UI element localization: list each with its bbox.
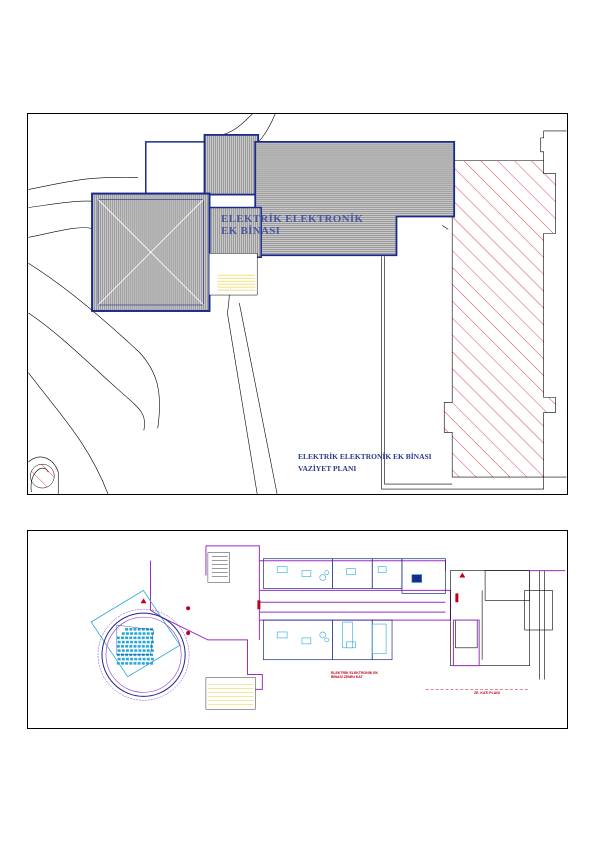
building-name-line1: ELEKTRİK ELEKTRONİK — [221, 213, 364, 225]
auditorium-seat — [117, 649, 121, 652]
auditorium-seat — [145, 662, 149, 665]
auditorium-seat — [125, 632, 129, 635]
auditorium-seat — [125, 649, 129, 652]
auditorium-seat — [138, 657, 142, 661]
auditorium-seat — [130, 632, 134, 635]
auditorium-seat — [121, 657, 125, 661]
auditorium-seat — [137, 645, 141, 648]
auditorium-seat — [133, 636, 137, 640]
auditorium-seat — [145, 645, 149, 648]
auditorium-seat — [117, 640, 121, 644]
auditorium-seat — [125, 628, 129, 631]
auditorium-seat — [145, 636, 149, 640]
auditorium-seat — [116, 662, 120, 665]
auditorium-seat — [116, 636, 120, 640]
auditorium-seat — [146, 657, 150, 661]
auditorium-seat — [146, 632, 150, 635]
section-markers — [140, 572, 466, 635]
auditorium-seat — [142, 640, 146, 644]
office-rooms-top — [263, 558, 446, 594]
site-plan-title: ELEKTRİK ELEKTRONİK EK BİNASI — [298, 452, 432, 461]
auditorium-seat — [134, 640, 138, 644]
auditorium-seat — [117, 657, 121, 661]
floor-plan-label-main: ELEKTRİK ELEKTRONİK EK BİNASI ZEMİN KAT — [331, 671, 379, 679]
auditorium-seat — [125, 640, 129, 644]
auditorium-seat — [133, 645, 137, 648]
auditorium-seat — [125, 636, 129, 640]
site-plan-frame: ELEKTRİK ELEKTRONİK EK BİNASI ELEKTRİK E… — [27, 113, 568, 495]
auditorium-seat — [138, 632, 142, 635]
auditorium-seat — [125, 662, 129, 665]
auditorium-seat — [141, 645, 145, 648]
auditorium-seat — [146, 649, 150, 652]
auditorium-seat — [141, 636, 145, 640]
auditorium-seat — [116, 645, 120, 648]
auditorium-seat — [134, 649, 138, 652]
auditorium-seat — [120, 662, 124, 665]
auditorium-seat — [142, 632, 146, 635]
auditorium — [90, 589, 190, 701]
auditorium-seat — [142, 657, 146, 661]
auditorium-seat — [134, 632, 138, 635]
stairs — [205, 552, 256, 710]
auditorium-seat — [141, 662, 145, 665]
auditorium-seat — [150, 653, 154, 657]
tree-hatch — [30, 463, 55, 489]
building-name-line2: EK BİNASI — [221, 225, 281, 237]
auditorium-seat — [146, 640, 150, 644]
auditorium-seat — [130, 640, 134, 644]
auditorium-seat — [150, 649, 154, 652]
auditorium-seat — [150, 636, 154, 640]
auditorium-seat — [137, 628, 141, 631]
auditorium-seat — [125, 657, 129, 661]
auditorium-seat — [121, 649, 125, 652]
auditorium-seat — [121, 632, 125, 635]
auditorium-seat — [130, 657, 134, 661]
auditorium-seat — [129, 645, 133, 648]
auditorium-seat — [129, 628, 133, 631]
auditorium-seat — [150, 640, 154, 644]
auditorium-seat — [125, 645, 129, 648]
auditorium-seat — [137, 662, 141, 665]
floor-plan-label-secondary: ZE. KATI PLANI — [474, 691, 500, 695]
floor-plan-frame: ELEKTRİK ELEKTRONİK EK BİNASI ZEMİN KAT … — [27, 530, 568, 729]
right-wing — [450, 570, 553, 680]
building-roof — [91, 133, 456, 312]
site-plan-drawing — [28, 114, 567, 494]
floor-walls — [149, 545, 451, 690]
auditorium-seat — [133, 628, 137, 631]
auditorium-seat — [129, 662, 133, 665]
auditorium-seat — [133, 662, 137, 665]
auditorium-seat — [150, 662, 154, 665]
auditorium-seat — [129, 636, 133, 640]
auditorium-seat — [121, 640, 125, 644]
auditorium-seat — [142, 649, 146, 652]
auditorium-seat — [120, 645, 124, 648]
auditorium-seat — [150, 632, 154, 635]
auditorium-seat — [138, 649, 142, 652]
auditorium-seat — [120, 636, 124, 640]
auditorium-seat — [134, 657, 138, 661]
auditorium-seat — [150, 657, 154, 661]
site-plan-subtitle: VAZİYET PLANI — [298, 464, 357, 473]
auditorium-seat — [130, 649, 134, 652]
neighbour-building-hatch — [443, 160, 556, 478]
desks — [276, 566, 423, 655]
auditorium-seat — [141, 628, 145, 631]
auditorium-seat — [137, 636, 141, 640]
auditorium-seat — [150, 628, 154, 631]
floor-plan-drawing — [90, 545, 566, 710]
auditorium-seat — [138, 640, 142, 644]
